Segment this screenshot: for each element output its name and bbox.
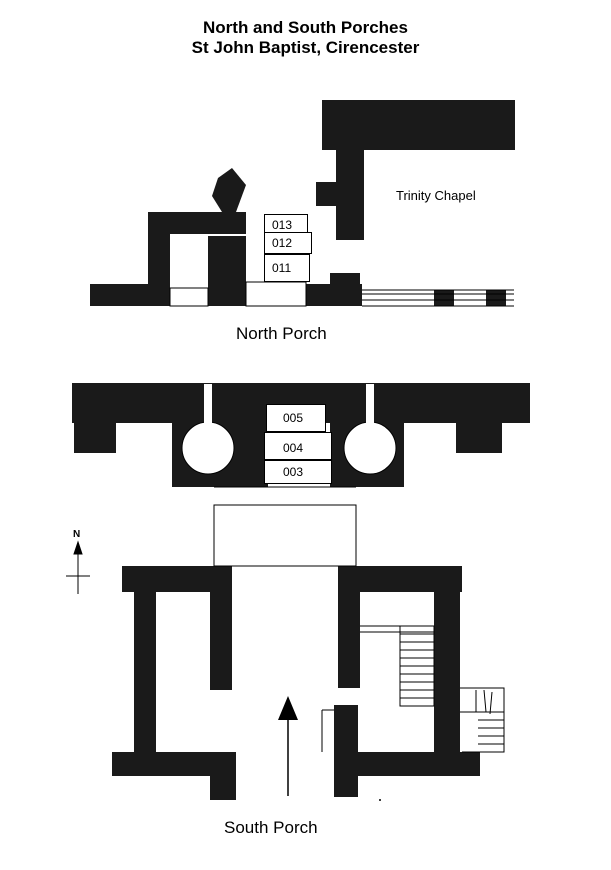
porch-right-pier — [208, 236, 246, 306]
trinity-chapel-label: Trinity Chapel — [396, 188, 476, 203]
stair-treads — [400, 633, 504, 745]
north-box-012: 012 — [264, 232, 312, 254]
porch-top-wall — [148, 212, 246, 234]
chapel-west-wall — [336, 150, 364, 240]
south-box-004: 004 — [264, 432, 332, 460]
north-box-011: 011 — [264, 254, 310, 282]
north-arrow-icon — [66, 540, 90, 594]
title-line-1: North and South Porches — [203, 18, 408, 37]
south-box-003: 003 — [264, 460, 332, 484]
porch-left-wall — [148, 212, 170, 288]
north-box-013: 013 — [264, 214, 308, 233]
north-porch-label: North Porch — [236, 324, 327, 343]
north-porch-walls — [90, 100, 515, 306]
south-box-005: 005 — [266, 404, 326, 432]
title-line-2: St John Baptist, Cirencester — [191, 38, 420, 57]
compass-north-letter: N — [73, 529, 81, 540]
entrance-arrow-icon — [278, 696, 298, 796]
south-porch-label: South Porch — [224, 818, 318, 837]
